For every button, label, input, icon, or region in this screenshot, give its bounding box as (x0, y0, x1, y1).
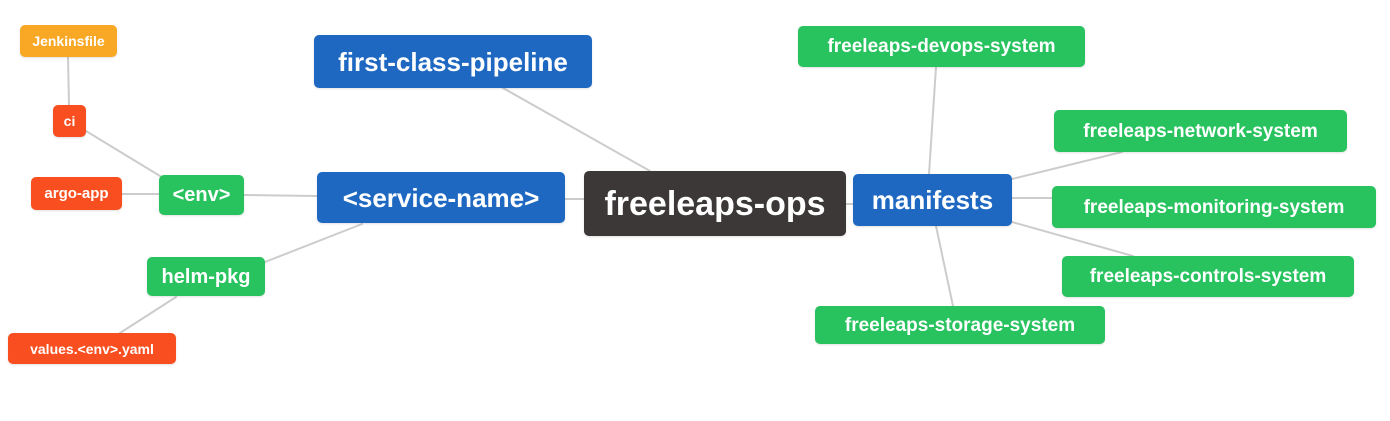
node-freeleaps-ops[interactable]: freeleaps-ops (584, 171, 846, 236)
node-argo-app[interactable]: argo-app (31, 177, 122, 210)
node-env[interactable]: <env> (159, 175, 244, 215)
edge-jenkinsfile-to-ci (67, 56, 70, 106)
node-values-env-yaml[interactable]: values.<env>.yaml (8, 333, 176, 364)
node-jenkinsfile[interactable]: Jenkinsfile (20, 25, 117, 57)
node-freeleaps-controls-system[interactable]: freeleaps-controls-system (1062, 256, 1354, 297)
node-freeleaps-devops-system[interactable]: freeleaps-devops-system (798, 26, 1085, 67)
node-ci[interactable]: ci (53, 105, 86, 137)
node-helm-pkg[interactable]: helm-pkg (147, 257, 265, 296)
edge-values-env-yaml-to-helm-pkg (119, 296, 177, 334)
node-first-class-pipeline[interactable]: first-class-pipeline (314, 35, 592, 88)
edge-ci-to-env (85, 130, 161, 177)
edge-manifests-to-freeleaps-storage-system (935, 225, 954, 307)
node-service-name[interactable]: <service-name> (317, 172, 565, 223)
node-manifests[interactable]: manifests (853, 174, 1012, 226)
edge-manifests-to-freeleaps-devops-system (928, 66, 937, 175)
node-freeleaps-monitoring-system[interactable]: freeleaps-monitoring-system (1052, 186, 1376, 228)
edge-first-class-pipeline-to-freeleaps-ops (502, 87, 651, 172)
edge-helm-pkg-to-service-name (264, 223, 363, 263)
edge-manifests-to-freeleaps-network-system (1011, 151, 1123, 180)
node-freeleaps-network-system[interactable]: freeleaps-network-system (1054, 110, 1347, 152)
node-freeleaps-storage-system[interactable]: freeleaps-storage-system (815, 306, 1105, 344)
edge-env-to-service-name (243, 194, 318, 197)
